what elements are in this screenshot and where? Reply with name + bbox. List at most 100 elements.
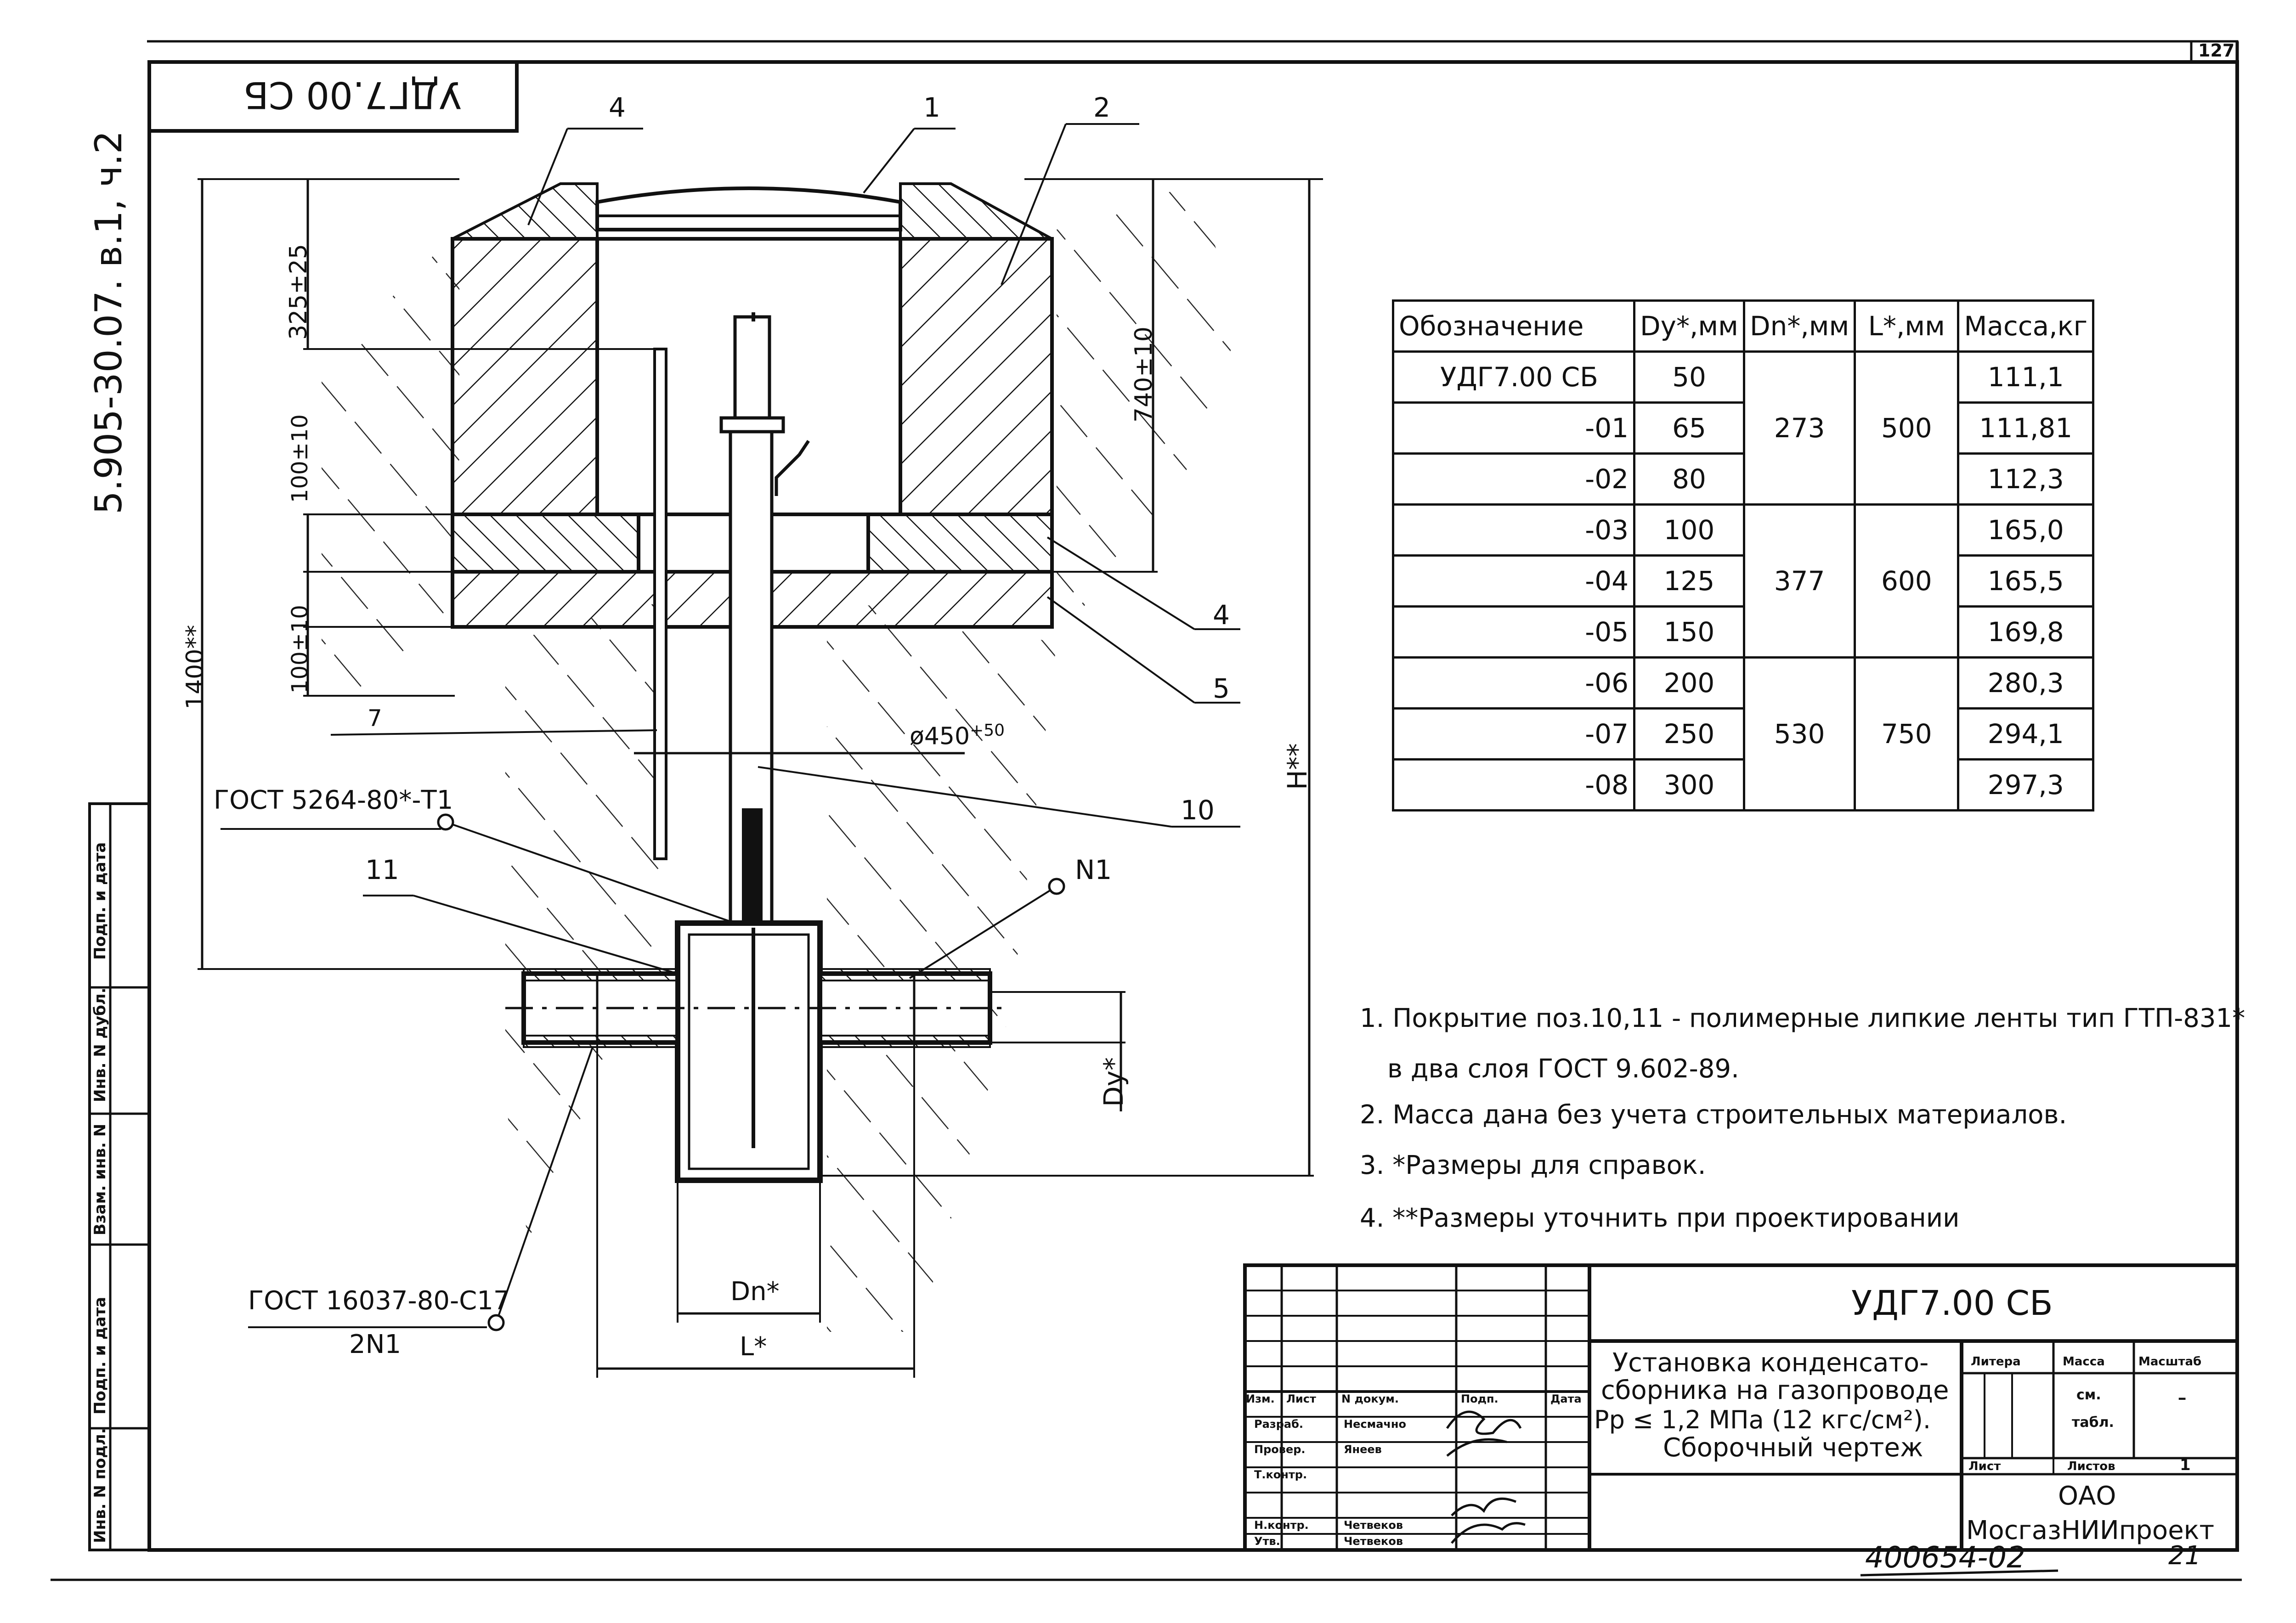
col-header-izm: Изм. [1246,1392,1275,1405]
table-row: -08 300 297,3 [1392,758,2095,812]
top-stamp: УДГ7.00 СБ [243,73,462,116]
note-1-cont: в два слоя ГОСТ 9.602-89. [1387,1054,1739,1084]
spec-header: Масса,кг [1957,299,2095,353]
org-line-2: МосгазНИИпроект [1966,1516,2215,1545]
table-row: -05 150 169,8 [1392,605,2095,659]
n1-label: N1 [1075,854,1112,885]
role-label: Т.контр. [1254,1468,1307,1481]
row-designation: УДГ7.00 СБ [1392,350,1635,404]
row-dy: 125 [1633,554,1745,608]
row-designation: -01 [1392,401,1635,455]
page-number: 127 [2198,40,2235,61]
pos-label-10: 10 [1181,795,1215,826]
title-block-frame [1243,1263,2239,1552]
strip-orig-inv: Инв. N подл. [91,1428,109,1543]
spec-header: Обозначение [1392,299,1635,353]
col-header-sign: Подп. [1461,1392,1499,1405]
dim-1400: 1400** [181,625,209,710]
dim-100-top: 100±10 [287,414,313,503]
row-mass: 297,3 [1957,758,2095,812]
row-designation: -07 [1392,707,1635,761]
table-row: -04 125 165,5 [1392,554,2095,608]
row-dy: 65 [1633,401,1745,455]
role-name: Четвеков [1344,1519,1403,1532]
table-row: УДГ7.00 СБ 50 273 500 111,1 [1392,350,2095,506]
title-line-3: Pр ≤ 1,2 МПа (12 кгс/см²). [1594,1405,1931,1434]
row-designation: -08 [1392,758,1635,812]
note-3: 3. *Размеры для справок. [1360,1150,1706,1180]
signature-2 [1451,1497,1526,1544]
row-designation: -04 [1392,554,1635,608]
page-number-box [2190,40,2239,63]
row-designation: -03 [1392,503,1635,557]
table-row: -02 80 112,3 [1392,452,2095,506]
title-line-2: сборника на газопроводе [1601,1375,1949,1405]
note-2: 2. Масса дана без учета строительных мат… [1360,1100,2067,1130]
pos-label-7: 7 [368,705,382,732]
pos-label-1: 1 [923,92,940,123]
group-dn: 377 [1742,503,1856,659]
role-name: Несмачно [1344,1418,1406,1431]
dim-740: 740±10 [1130,327,1158,423]
spec-table: Обозначение Dy*,мм Dn*,мм L*,мм Масса,кг… [1392,299,2095,812]
row-mass: 169,8 [1957,605,2095,659]
doc-code: УДГ7.00 СБ [1851,1284,2053,1323]
sheets-label: Листов [2067,1460,2115,1473]
group-dn: 530 [1742,656,1856,812]
table-row: -03 100 377 600 165,0 [1392,503,2095,659]
col-header-list: Лист [1286,1392,1316,1405]
pos-label-11: 11 [365,854,399,885]
scale-label: Масштаб [2138,1355,2202,1369]
row-designation: -06 [1392,656,1635,710]
scale-value: - [2177,1382,2187,1412]
row-dy: 300 [1633,758,1745,812]
mass-value-1: см. [2076,1387,2101,1403]
spec-header: Dn*,мм [1742,299,1856,353]
group-l: 750 [1854,656,1960,812]
dim-100-bottom: 100±10 [287,605,313,693]
strip-sign-date-1: Подп. и дата [91,842,109,960]
row-dy: 250 [1633,707,1745,761]
sheets-value: 1 [2180,1456,2191,1474]
dim-Dn: Dn* [730,1277,780,1307]
spec-header-row: Обозначение Dy*,мм Dn*,мм L*,мм Масса,кг [1392,299,2095,353]
role-name: Янеев [1344,1443,1382,1456]
note-1: 1. Покрытие поз.10,11 - полимерные липки… [1360,1003,2245,1033]
role-name: Четвеков [1344,1535,1403,1548]
row-mass: 165,0 [1957,503,2095,557]
org-line-1: ОАО [2058,1481,2116,1511]
strip-sign-date-2: Подп. и дата [91,1296,109,1414]
mass-value-2: табл. [2072,1414,2114,1431]
sheet-label: Лист [1968,1460,2001,1473]
spec-header: Dy*,мм [1633,299,1745,353]
strip-dup-inv: Инв. N дубл. [91,987,109,1102]
gost-weld-top: ГОСТ 5264-80*-Т1 [214,785,453,815]
role-label: Утв. [1254,1535,1280,1548]
group-l: 500 [1854,350,1960,506]
archive-suffix: 21 [2168,1541,2201,1571]
left-strip [88,802,151,1551]
side-code: 5.905-30.07. в.1, ч.2 [87,130,130,514]
pos-label-5: 5 [1213,673,1230,704]
top-stamp-box [147,60,519,133]
role-label: Провер. [1254,1443,1306,1456]
dim-H: H** [1282,743,1313,790]
dim-diameter: ø450+50 [910,721,1005,750]
row-designation: -05 [1392,605,1635,659]
signature-1 [1446,1410,1522,1457]
row-mass: 280,3 [1957,656,2095,710]
row-designation: -02 [1392,452,1635,506]
archive-number: 400654-02 [1865,1541,2025,1575]
title-line-4: Сборочный чертеж [1663,1433,1923,1463]
pos-label-4: 4 [1213,599,1230,631]
col-header-ndoc: N докум. [1341,1392,1399,1405]
row-mass: 112,3 [1957,452,2095,506]
pos-label-4-top: 4 [609,92,626,123]
strip-repl-inv: Взам. инв. N [91,1123,109,1235]
dim-diameter-tolerance: +50 [970,721,1005,740]
table-row: -06 200 530 750 280,3 [1392,656,2095,812]
dim-325: 325±25 [285,244,312,340]
row-mass: 111,1 [1957,350,2095,404]
row-mass: 294,1 [1957,707,2095,761]
